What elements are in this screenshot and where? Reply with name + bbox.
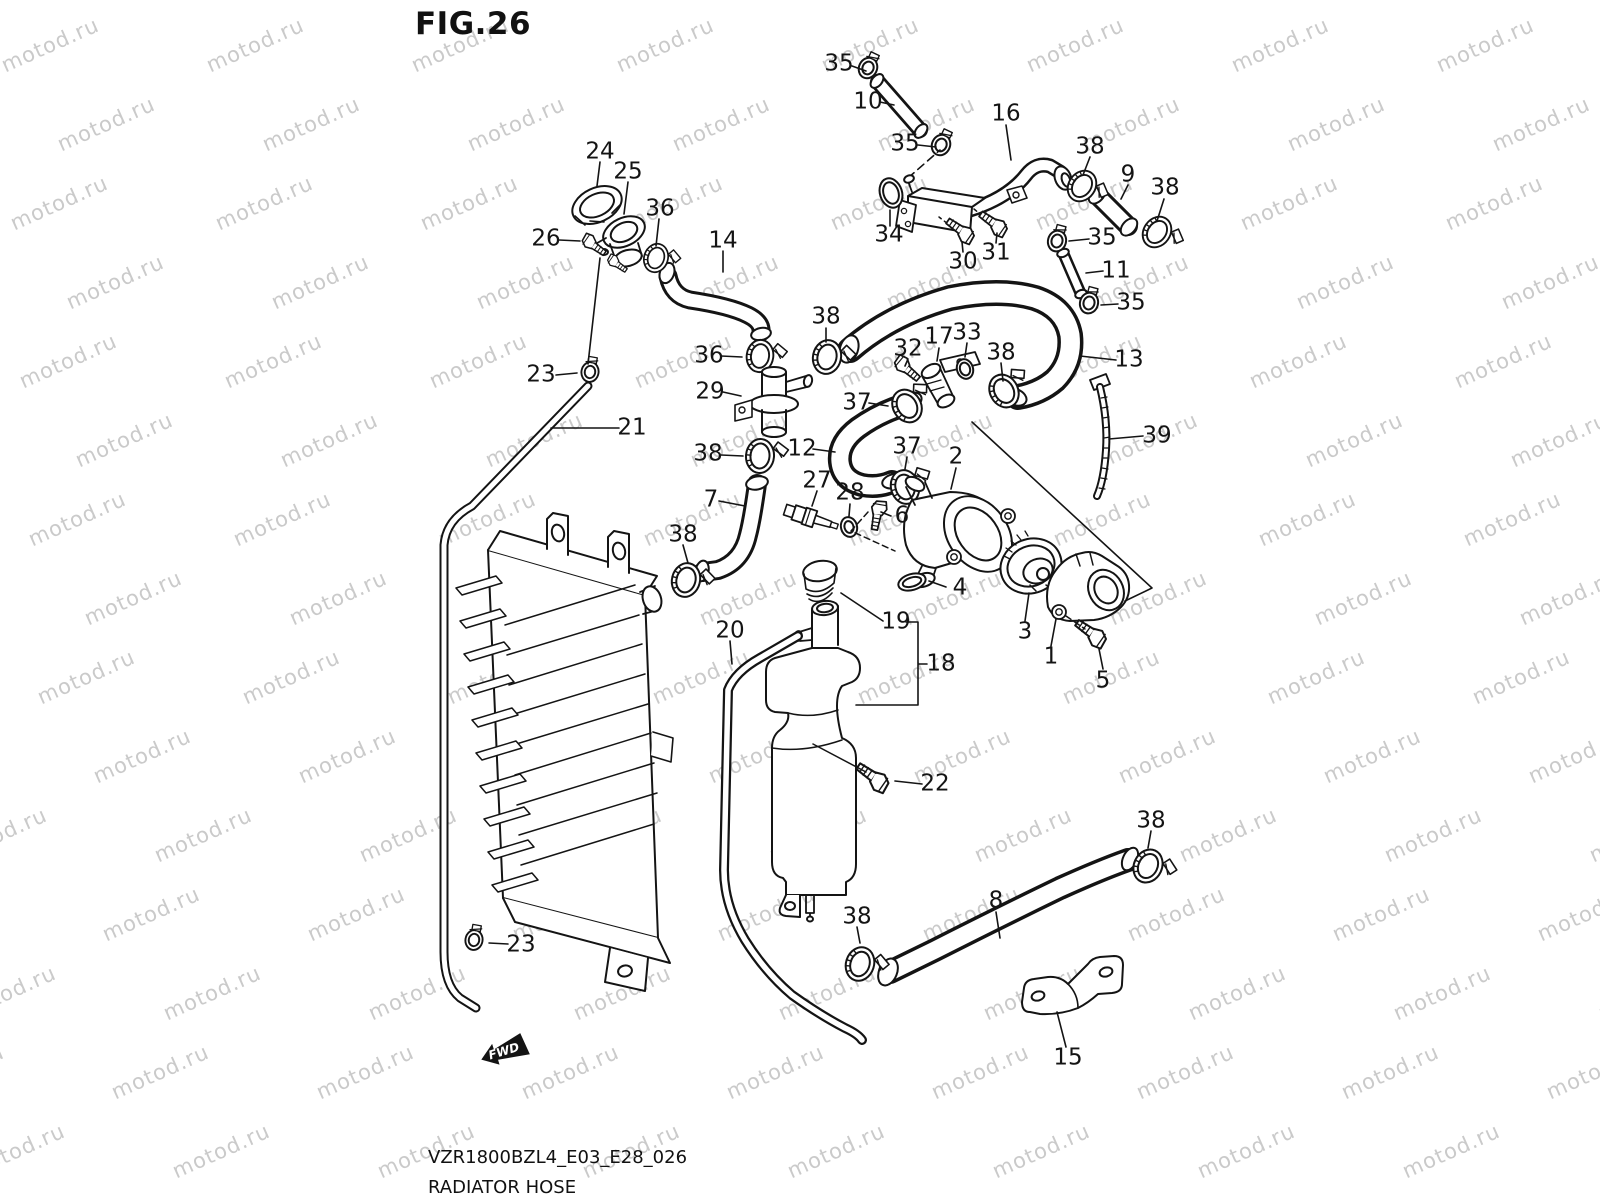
part-label-12-30: 12: [787, 435, 817, 462]
part-label-35-0: 35: [824, 50, 854, 77]
cable-tie-39: [1089, 373, 1111, 500]
bracket-15: [1021, 955, 1124, 1016]
part-label-11-16: 11: [1101, 257, 1131, 284]
filler-hose-14: [658, 261, 772, 342]
water-joint-29: [734, 366, 814, 438]
hose-7: [693, 474, 769, 583]
fwd-arrow: FWD: [481, 1033, 530, 1065]
part-label-17-20: 17: [924, 323, 954, 350]
assembly-line-22: [812, 743, 867, 773]
part-label-38-47: 38: [1136, 807, 1166, 834]
part-label-36-9: 36: [645, 195, 675, 222]
part-label-6-37: 6: [894, 502, 910, 529]
part-label-23-50: 23: [506, 931, 536, 958]
part-label-38-4: 38: [1075, 133, 1105, 160]
radiator: [455, 512, 674, 992]
part-label-1-42: 1: [1043, 643, 1059, 670]
o-ring-33: [955, 358, 975, 380]
part-label-38-22: 38: [986, 339, 1016, 366]
part-label-34-12: 34: [874, 221, 904, 248]
reservoir-hose-20: [719, 631, 867, 1045]
part-label-22-46: 22: [920, 770, 950, 797]
part-label-26-10: 26: [531, 225, 561, 252]
part-label-39-33: 39: [1142, 422, 1172, 449]
air-bleed-hose-10: [869, 73, 929, 139]
part-label-3-41: 3: [1017, 618, 1033, 645]
part-label-14-11: 14: [708, 227, 738, 254]
gasket-4: [897, 572, 927, 592]
radiator-hose-13: [837, 280, 1084, 410]
part-label-36-24: 36: [694, 342, 724, 369]
part-label-10-1: 10: [853, 88, 883, 115]
part-label-15-51: 15: [1053, 1044, 1083, 1071]
part-label-4-39: 4: [952, 574, 968, 601]
part-label-38-49: 38: [842, 903, 872, 930]
part-label-18-43: 18: [926, 650, 956, 677]
assembly-dash-6: [850, 511, 896, 552]
part-label-24-7: 24: [585, 138, 615, 165]
part-label-29-26: 29: [695, 378, 725, 405]
part-label-33-21: 33: [952, 319, 982, 346]
part-label-35-2: 35: [890, 130, 920, 157]
part-label-25-8: 25: [613, 158, 643, 185]
leader-lines: [488, 65, 1165, 1048]
drawing-name: RADIATOR HOSE: [428, 1176, 577, 1198]
part-label-28-35: 28: [835, 479, 865, 506]
figure-title: FIG.26: [415, 6, 532, 42]
part-label-19-40: 19: [881, 608, 911, 635]
outlet-cover-1: [1046, 551, 1131, 622]
part-label-35-17: 35: [1116, 289, 1146, 316]
part-label-31-14: 31: [981, 239, 1011, 266]
assembly-dash-5: [1065, 615, 1086, 630]
part-label-2-32: 2: [948, 443, 964, 470]
part-label-38-29: 38: [693, 440, 723, 467]
part-label-21-28: 21: [617, 414, 647, 441]
part-label-5-45: 5: [1095, 667, 1111, 694]
part-label-37-31: 37: [892, 433, 922, 460]
part-label-9-5: 9: [1120, 161, 1136, 188]
part-label-38-38: 38: [668, 521, 698, 548]
part-label-20-44: 20: [715, 617, 745, 644]
reservoir-tank: [765, 559, 861, 923]
filler-neck-25: [578, 215, 646, 276]
part-label-23-25: 23: [526, 361, 556, 388]
thermostat-housing-2: [903, 475, 1016, 589]
lower-hose-8: [877, 846, 1140, 987]
part-label-16-3: 16: [991, 100, 1021, 127]
part-label-35-15: 35: [1087, 224, 1117, 251]
water-pipe-16: [895, 149, 1073, 234]
part-label-8-48: 8: [988, 887, 1004, 914]
part-label-38-18: 38: [811, 303, 841, 330]
overflow-pipe-21: [439, 381, 593, 1013]
part-label-37-27: 37: [842, 389, 872, 416]
radiator-cap-24: [571, 185, 623, 226]
part-label-30-13: 30: [948, 248, 978, 275]
part-label-13-23: 13: [1114, 346, 1144, 373]
part-label-32-19: 32: [893, 335, 923, 362]
temp-sensor-27: [782, 503, 839, 530]
part-label-27-34: 27: [802, 467, 832, 494]
part-label-7-36: 7: [703, 486, 719, 513]
drawing-code: VZR1800BZL4_E03_E28_026: [428, 1147, 688, 1168]
part-label-38-6: 38: [1150, 174, 1180, 201]
thermostat-3: [999, 530, 1063, 596]
footer: VZR1800BZL4_E03_E28_026 RADIATOR HOSE: [428, 1143, 687, 1200]
